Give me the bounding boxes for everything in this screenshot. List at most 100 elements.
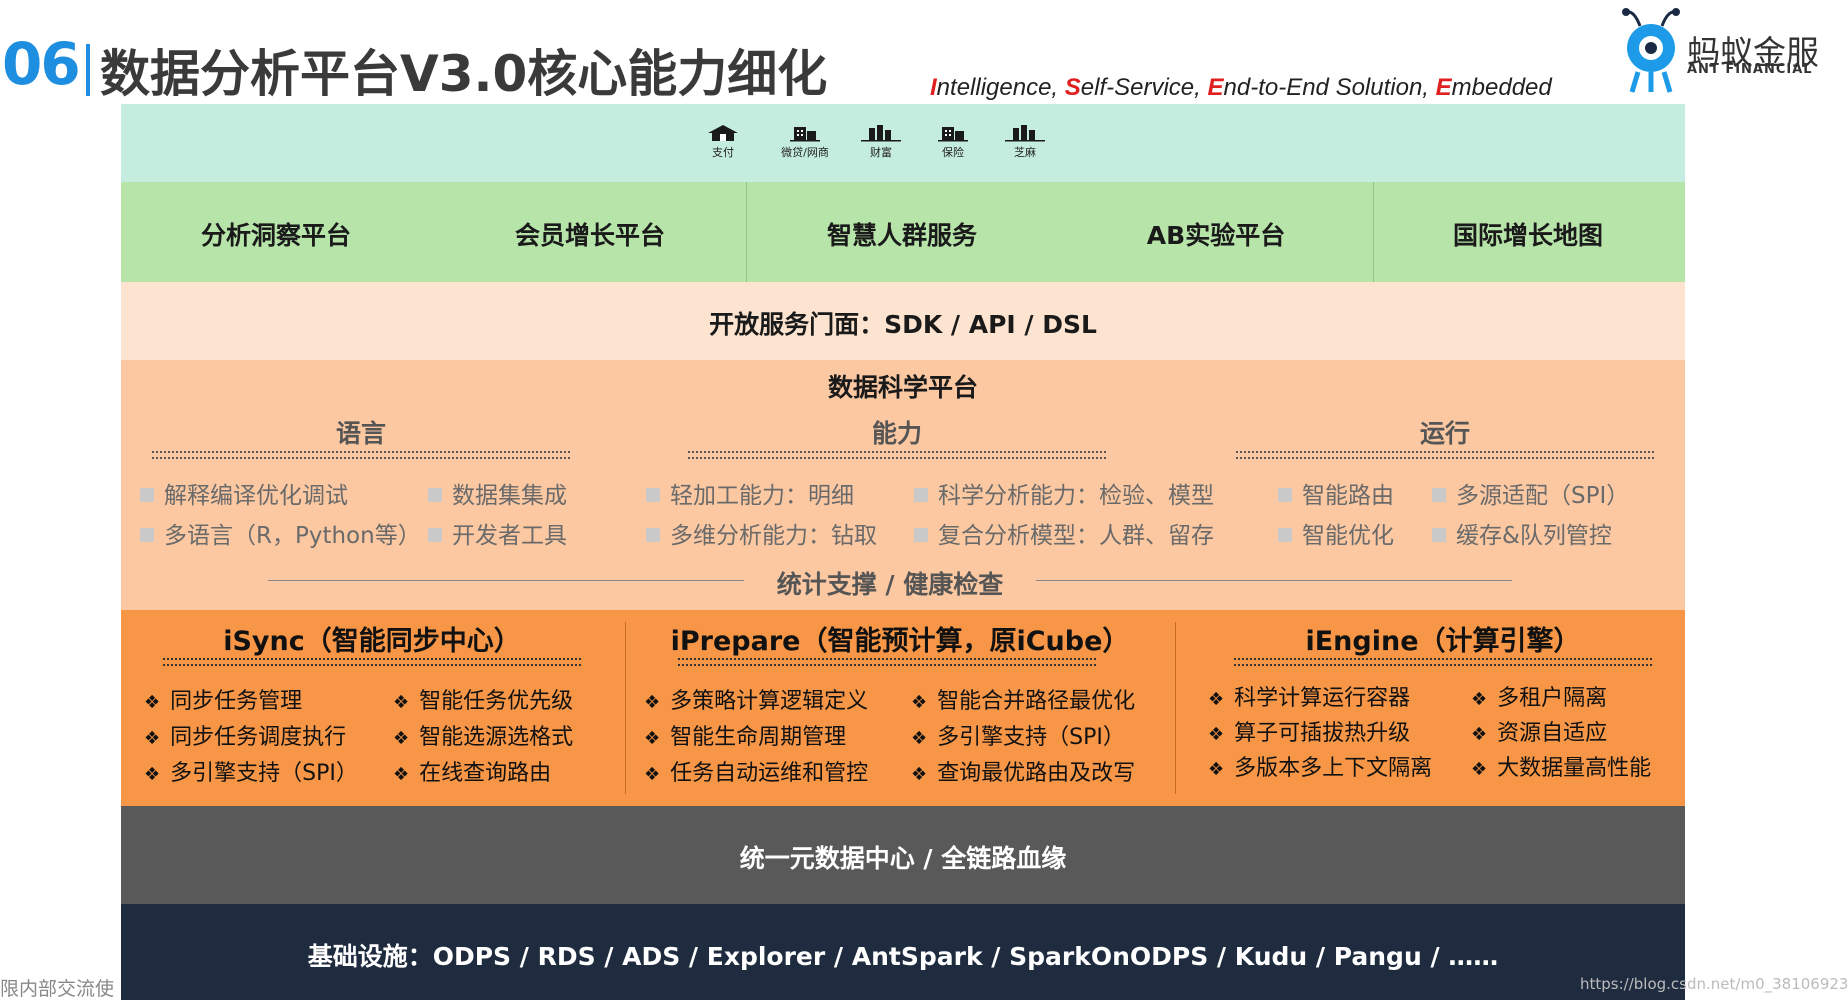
title-divider (86, 44, 90, 96)
diamond-bullet-icon: ❖ (144, 692, 161, 713)
source-watermark: https://blog.csdn.net/m0_38106923 (1580, 975, 1848, 993)
engine-item: ❖资源自适应 (1471, 721, 1608, 746)
business-item: 保险 (918, 124, 988, 160)
science-item: 解释编译优化调试 (140, 476, 348, 510)
dotted-divider (688, 451, 1106, 459)
engine-divider (1175, 622, 1176, 794)
engine-item: ❖多引擎支持（SPI） (911, 725, 1125, 750)
bullet-square-icon (1278, 528, 1292, 542)
diamond-bullet-icon: ❖ (911, 764, 928, 785)
engine-title-iengine: iEngine（计算引擎） (1305, 626, 1581, 657)
diamond-bullet-icon: ❖ (644, 728, 661, 749)
infrastructure-band (121, 904, 1685, 1000)
science-item: 开发者工具 (428, 516, 567, 550)
dotted-divider (1234, 658, 1652, 666)
building-icon (938, 127, 968, 142)
engine-item: ❖科学计算运行容器 (1208, 686, 1411, 711)
tagline: Intelligence, Self-Service, End-to-End S… (930, 74, 1552, 102)
science-item: 复合分析模型：人群、留存 (914, 516, 1214, 550)
tagline-rest: mbedded (1451, 74, 1552, 101)
tagline-rest: ntelligence, (936, 74, 1065, 101)
ant-financial-logo (1618, 6, 1818, 96)
business-label: 保险 (942, 146, 964, 159)
engine-item: ❖算子可插拔热升级 (1208, 721, 1411, 746)
business-label: 微贷/网商 (781, 146, 829, 159)
engine-item: ❖任务自动运维和管控 (644, 761, 869, 786)
platform-smart-crowd: 智慧人群服务 (826, 221, 977, 250)
tagline-cap: S (1064, 74, 1081, 101)
engine-item: ❖查询最优路由及改写 (911, 761, 1136, 786)
business-item: 芝麻 (990, 124, 1060, 160)
engine-item: ❖同步任务调度执行 (144, 725, 347, 750)
logo-english-name: ANT FINANCIAL (1687, 62, 1813, 77)
section-number: 06 (2, 30, 81, 98)
ant-mascot-icon (1622, 8, 1680, 93)
city-icon (1005, 125, 1045, 142)
science-item: 多源适配（SPI） (1432, 476, 1629, 510)
bullet-square-icon (914, 528, 928, 542)
science-col-title: 能力 (871, 419, 922, 448)
dotted-divider (678, 658, 1096, 666)
engine-item: ❖智能生命周期管理 (644, 725, 847, 750)
platform-global-growth-map: 国际增长地图 (1452, 221, 1603, 250)
diamond-bullet-icon: ❖ (1208, 689, 1225, 710)
science-item: 科学分析能力：检验、模型 (914, 476, 1214, 510)
page-title: 数据分析平台V3.0核心能力细化 (100, 45, 828, 103)
science-item: 缓存&队列管控 (1432, 516, 1612, 550)
business-label: 财富 (870, 146, 892, 159)
science-item: 数据集集成 (428, 476, 567, 510)
science-item: 多语言（R，Python等） (140, 516, 421, 550)
engine-item: ❖在线查询路由 (393, 761, 552, 786)
logo-name: 蚂蚁金服 (1687, 33, 1819, 72)
engine-item: ❖多策略计算逻辑定义 (644, 689, 869, 714)
house-icon (708, 125, 738, 141)
diamond-bullet-icon: ❖ (1208, 759, 1225, 780)
divider-line (268, 580, 744, 581)
platform-divider (1373, 182, 1374, 282)
internal-use-notice: 限内部交流使 (0, 978, 115, 1000)
business-item: 微贷/网商 (770, 124, 840, 160)
science-item: 智能路由 (1278, 476, 1394, 510)
divider-line (1036, 580, 1512, 581)
business-label: 芝麻 (1014, 146, 1036, 159)
data-science-title: 数据科学平台 (827, 373, 978, 402)
diamond-bullet-icon: ❖ (144, 764, 161, 785)
engine-title-iprepare: iPrepare（智能预计算，原iCube） (670, 626, 1130, 657)
platform-divider (746, 182, 747, 282)
engine-item: ❖多版本多上下文隔离 (1208, 756, 1433, 781)
diamond-bullet-icon: ❖ (393, 764, 410, 785)
tagline-rest: nd-to-End Solution, (1223, 74, 1436, 101)
engine-item: ❖同步任务管理 (144, 689, 303, 714)
tagline-cap: I (930, 74, 937, 101)
metadata-label: 统一元数据中心 / 全链路血缘 (739, 844, 1067, 873)
engine-divider (625, 622, 626, 794)
diamond-bullet-icon: ❖ (1471, 724, 1488, 745)
engine-item: ❖智能合并路径最优化 (911, 689, 1136, 714)
infrastructure-label: 基础设施：ODPS / RDS / ADS / Explorer / AntSp… (307, 942, 1499, 971)
engine-item: ❖智能选源选格式 (393, 725, 574, 750)
tagline-rest: elf-Service, (1080, 74, 1208, 101)
bullet-square-icon (914, 488, 928, 502)
bullet-square-icon (140, 528, 154, 542)
science-item: 轻加工能力：明细 (646, 476, 854, 510)
diamond-bullet-icon: ❖ (911, 692, 928, 713)
diamond-bullet-icon: ❖ (911, 728, 928, 749)
stats-support-label: 统计支撑 / 健康检查 (776, 570, 1004, 599)
bullet-square-icon (1278, 488, 1292, 502)
platform-ab-test: AB实验平台 (1146, 221, 1286, 250)
business-label: 支付 (712, 146, 734, 159)
engine-item: ❖多租户隔离 (1471, 686, 1608, 711)
tagline-cap: E (1207, 74, 1224, 101)
platform-member-growth: 会员增长平台 (514, 221, 665, 250)
engine-item: ❖大数据量高性能 (1471, 756, 1652, 781)
data-science-band (121, 360, 1685, 610)
platform-analysis-insight: 分析洞察平台 (200, 221, 351, 250)
bullet-square-icon (646, 488, 660, 502)
science-item: 多维分析能力：钻取 (646, 516, 877, 550)
diamond-bullet-icon: ❖ (393, 692, 410, 713)
diamond-bullet-icon: ❖ (644, 764, 661, 785)
metadata-band (121, 806, 1685, 904)
city-icon (861, 125, 901, 142)
platform-band (121, 182, 1685, 282)
business-item: 支付 (688, 124, 758, 160)
